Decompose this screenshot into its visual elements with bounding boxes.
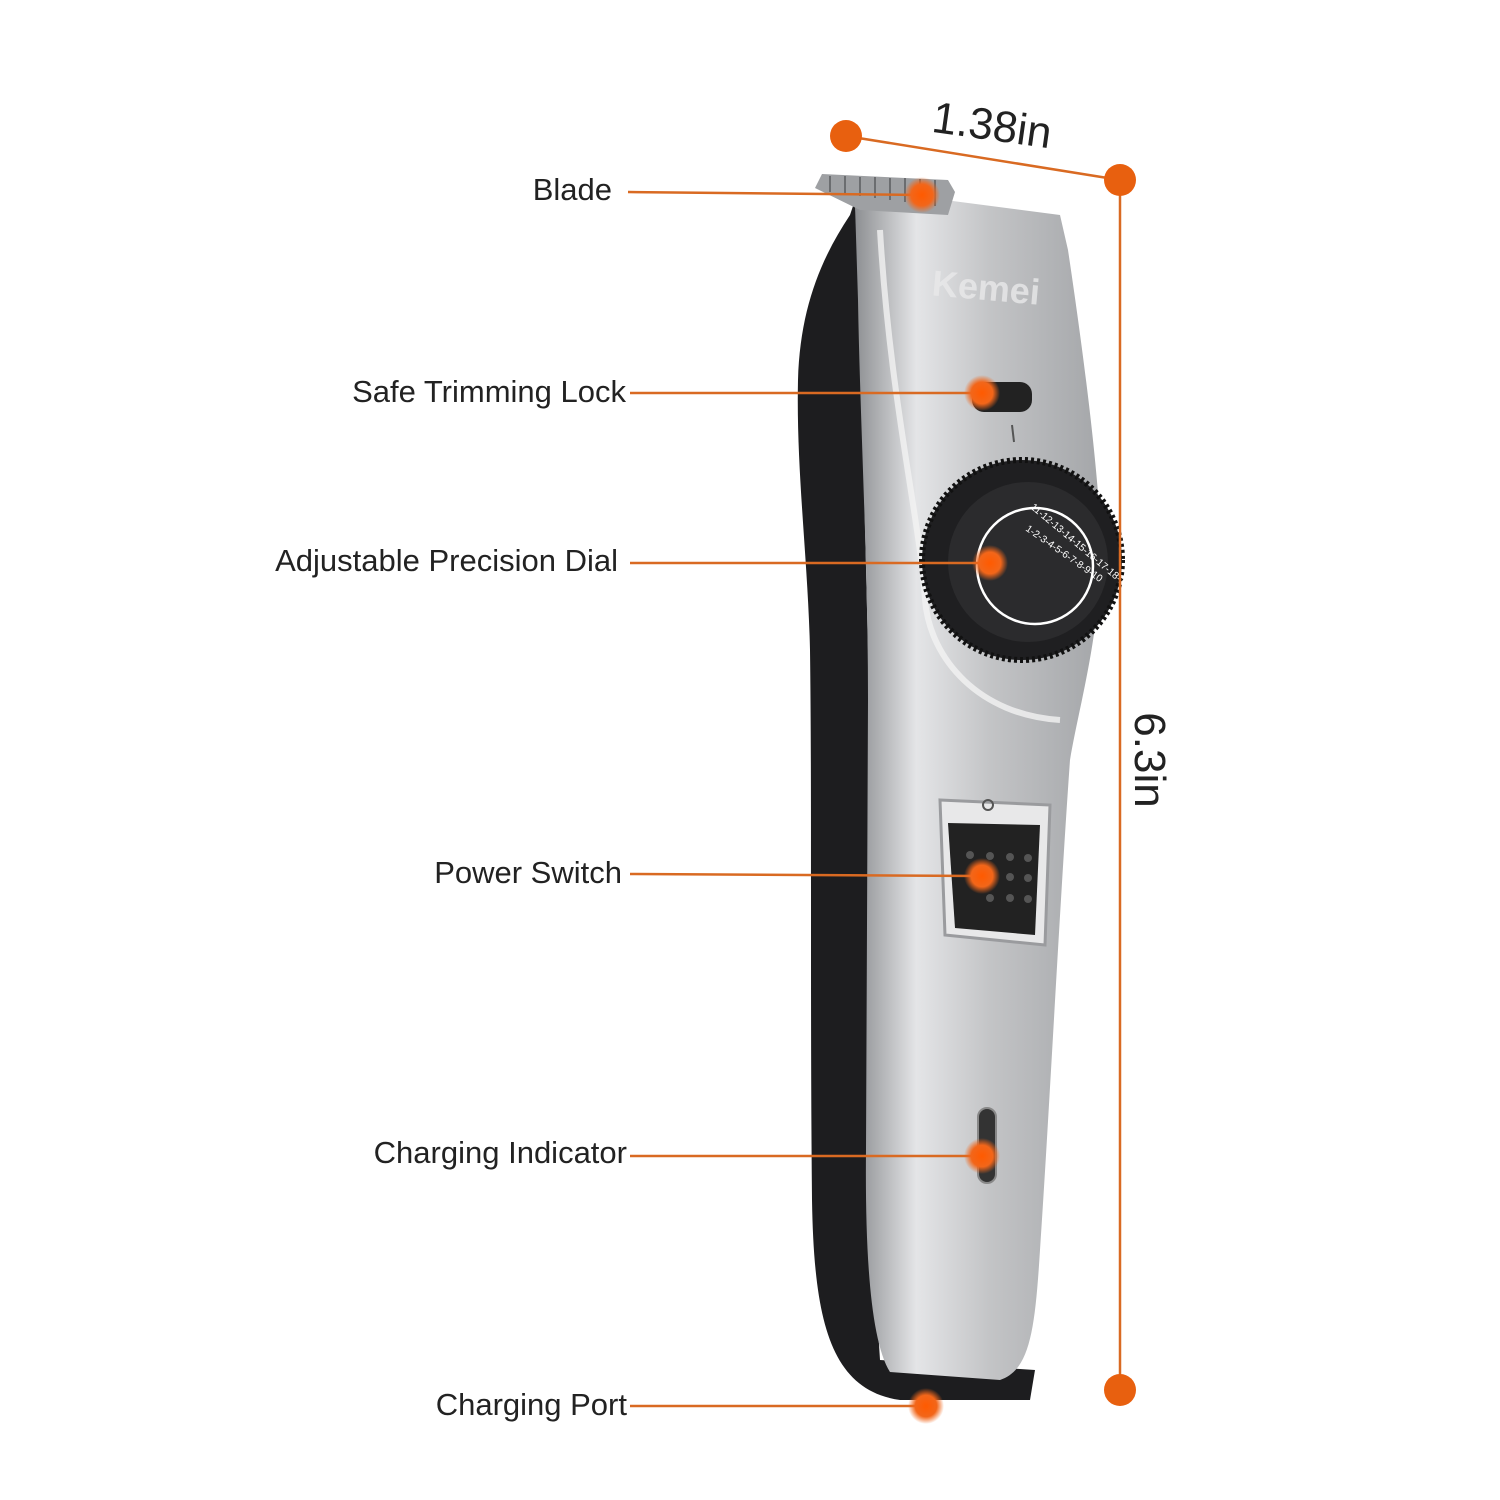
callout-safe-trimming-lock: Safe Trimming Lock (352, 374, 626, 409)
trimmer-back-body (797, 200, 1035, 1400)
callout-power-switch: Power Switch (434, 855, 622, 890)
leader-lines (627, 190, 990, 1408)
switch-grip-dots (966, 851, 1032, 903)
callout-precision-dial: Adjustable Precision Dial (275, 543, 618, 578)
width-dimension-line (845, 134, 1121, 182)
callout-dots (904, 177, 1008, 1424)
brand-logo: Kemei (930, 262, 1041, 312)
width-label: 1.38in (929, 93, 1055, 158)
dimension-dot (830, 120, 862, 152)
callout-charging-port: Charging Port (435, 1387, 627, 1422)
dimension-dot (1104, 164, 1136, 196)
height-label: 6.3in (1125, 712, 1174, 807)
callout-charging-indicator: Charging Indicator (373, 1135, 627, 1170)
callout-blade: Blade (532, 172, 612, 207)
dimension-dot (1104, 1374, 1136, 1406)
